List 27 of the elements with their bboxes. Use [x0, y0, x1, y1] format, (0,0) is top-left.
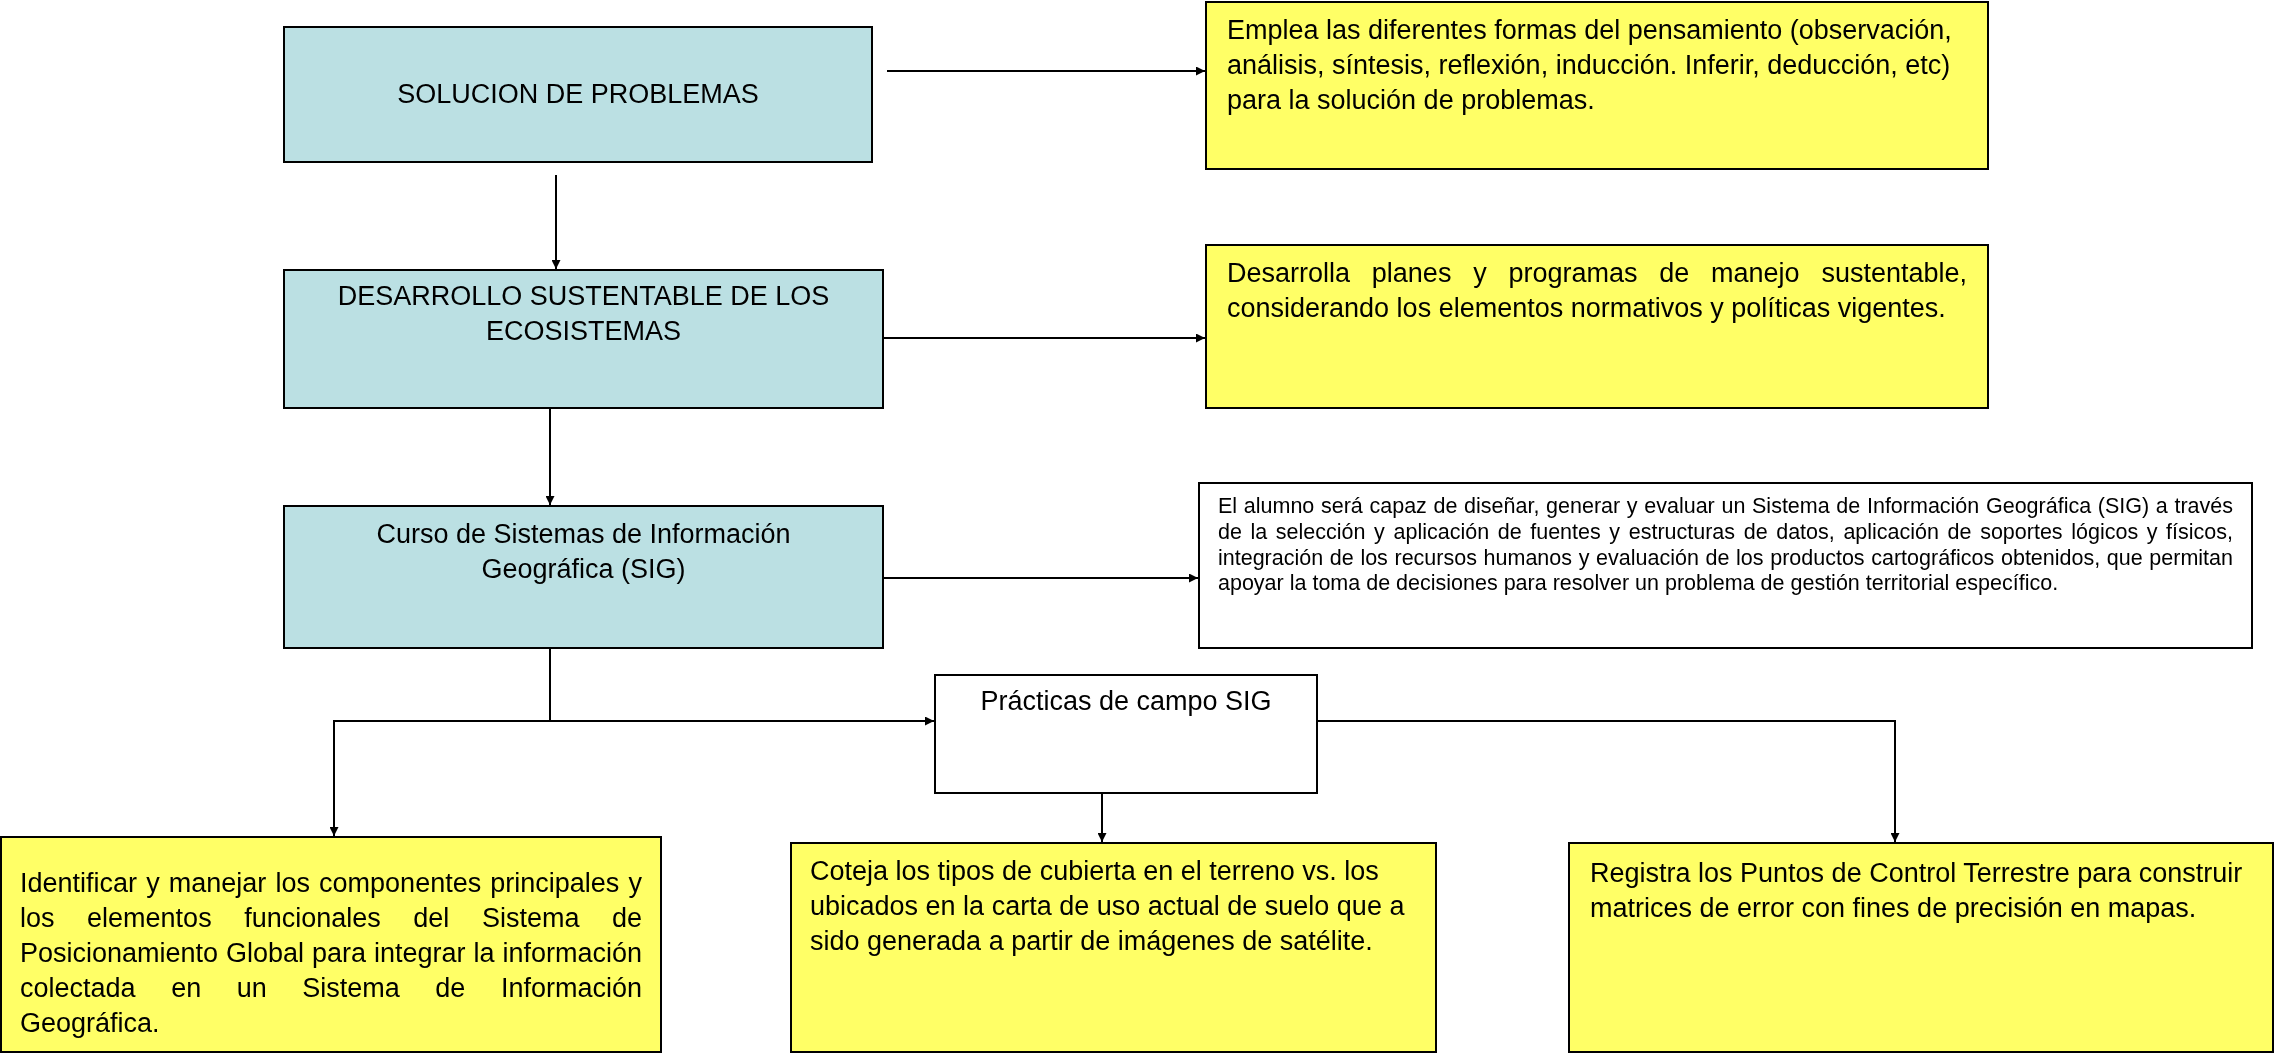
- description-box: [0, 836, 662, 1053]
- arrow: [883, 573, 1199, 583]
- box-text: Coteja los tipos de cubierta en el terreno vs. los ubicados en la carta de uso actual de suelo que a sido generada a partir de imágenes de satélite.: [810, 855, 1406, 959]
- topic-box: [283, 269, 884, 409]
- box-text: Identificar y manejar los componentes principales y los elementos funcionales del Sistema de Posicionamiento Global para integrar la información colectada en un Sistema de Información Geográfica.: [20, 867, 642, 1041]
- box-text: SOLUCION DE PROBLEMAS: [396, 77, 760, 111]
- box-text: DESARROLLO SUSTENTABLE DE LOS ECOSISTEMAS: [336, 280, 831, 349]
- box-text: El alumno será capaz de diseñar, generar y evaluar un Sistema de Información Geográfica (SIG) a través de la selección y aplicación de fuentes y estructuras de datos, aplicación de soportes lógicos y físicos, integración de los recursos humanos y evaluación de los productos cartográficos obtenidos, que permitan apoyar la toma de decisiones para resolver un problema de gestión territorial específico.: [1218, 494, 2233, 598]
- description-box: [1568, 842, 2274, 1053]
- box-text: Desarrolla planes y programas de manejo sustentable, considerando los elementos normativos y políticas vigentes.: [1227, 257, 1967, 326]
- text-box: [1198, 482, 2253, 649]
- arrow: [883, 333, 1206, 343]
- topic-box: [283, 505, 884, 649]
- arrow: [545, 408, 555, 506]
- description-box: [1205, 1, 1989, 170]
- box-text: Curso de Sistemas de Información Geográfica (SIG): [375, 518, 792, 587]
- arrow: [551, 174, 561, 270]
- box-text: Emplea las diferentes formas del pensamiento (observación, análisis, síntesis, reflexión, inducción. Inferir, deducción, etc) para la solución de problemas.: [1227, 14, 1953, 118]
- box-text: Prácticas de campo SIG: [979, 685, 1273, 718]
- text-box: [934, 674, 1318, 794]
- box-text: Registra los Puntos de Control Terrestre para construir matrices de error con fines de precisión en mapas.: [1590, 857, 2244, 926]
- description-box: [790, 842, 1437, 1053]
- description-box: [1205, 244, 1989, 409]
- arrow: [1317, 720, 1900, 843]
- arrow: [1097, 793, 1107, 843]
- topic-box: [283, 26, 873, 163]
- arrow: [886, 66, 1206, 76]
